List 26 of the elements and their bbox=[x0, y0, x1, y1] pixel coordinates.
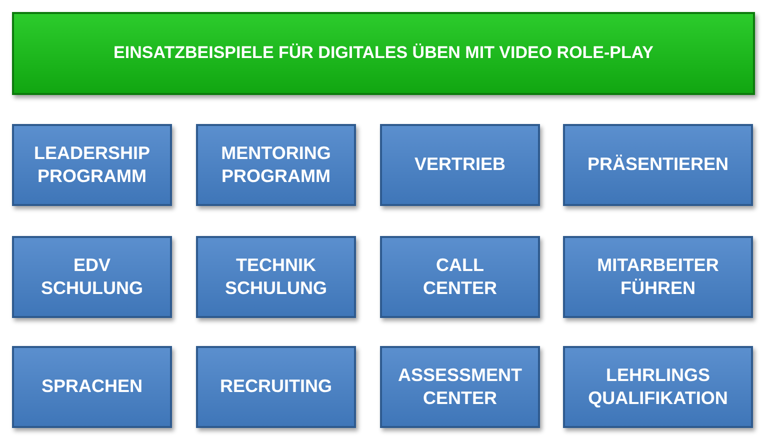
topic-label: TECHNIK SCHULUNG bbox=[224, 254, 328, 300]
topic-label: ASSESSMENT CENTER bbox=[396, 364, 524, 410]
topic-box bbox=[12, 346, 172, 428]
topic-box bbox=[196, 236, 356, 318]
topic-box bbox=[380, 346, 540, 428]
topic-box bbox=[563, 346, 753, 428]
title-text: EINSATZBEISPIELE FÜR DIGITALES ÜBEN MIT VIDEO ROLE-PLAY bbox=[114, 42, 654, 64]
topic-label: LEADERSHIP PROGRAMM bbox=[32, 142, 151, 188]
topic-label: LEHRLINGS QUALIFIKATION bbox=[587, 364, 729, 410]
topic-label: CALL CENTER bbox=[422, 254, 498, 300]
topic-box bbox=[12, 124, 172, 206]
topic-box bbox=[563, 236, 753, 318]
topic-label: EDV SCHULUNG bbox=[40, 254, 144, 300]
topic-box bbox=[196, 124, 356, 206]
topic-box bbox=[196, 346, 356, 428]
topic-label: SPRACHEN bbox=[41, 375, 142, 398]
topic-box bbox=[563, 124, 753, 206]
topic-label: MITARBEITER FÜHREN bbox=[596, 254, 720, 300]
topic-label: VERTRIEB bbox=[414, 153, 506, 176]
topic-label: PRÄSENTIEREN bbox=[587, 153, 729, 176]
topic-box bbox=[380, 124, 540, 206]
title-banner bbox=[12, 12, 755, 95]
topic-label: RECRUITING bbox=[220, 375, 332, 398]
topic-box bbox=[12, 236, 172, 318]
topic-label: MENTORING PROGRAMM bbox=[220, 142, 332, 188]
topic-box bbox=[380, 236, 540, 318]
